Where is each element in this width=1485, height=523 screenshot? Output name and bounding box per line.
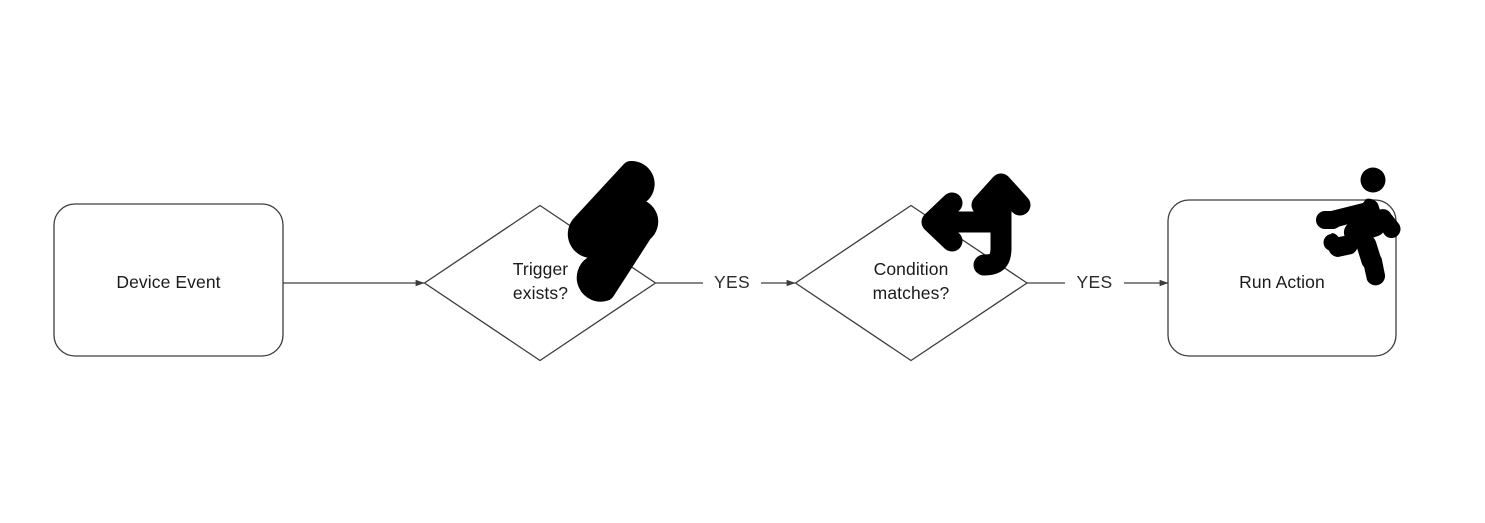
branch-fork-arrow-icon [921,173,1031,276]
node-device-event-shape[interactable] [53,203,284,357]
running-person-icon [1316,167,1401,286]
edge-label-yes-2: YES [1076,272,1113,292]
edge-label-yes-1: YES [714,272,750,292]
lightning-bolt-icon [567,161,659,302]
